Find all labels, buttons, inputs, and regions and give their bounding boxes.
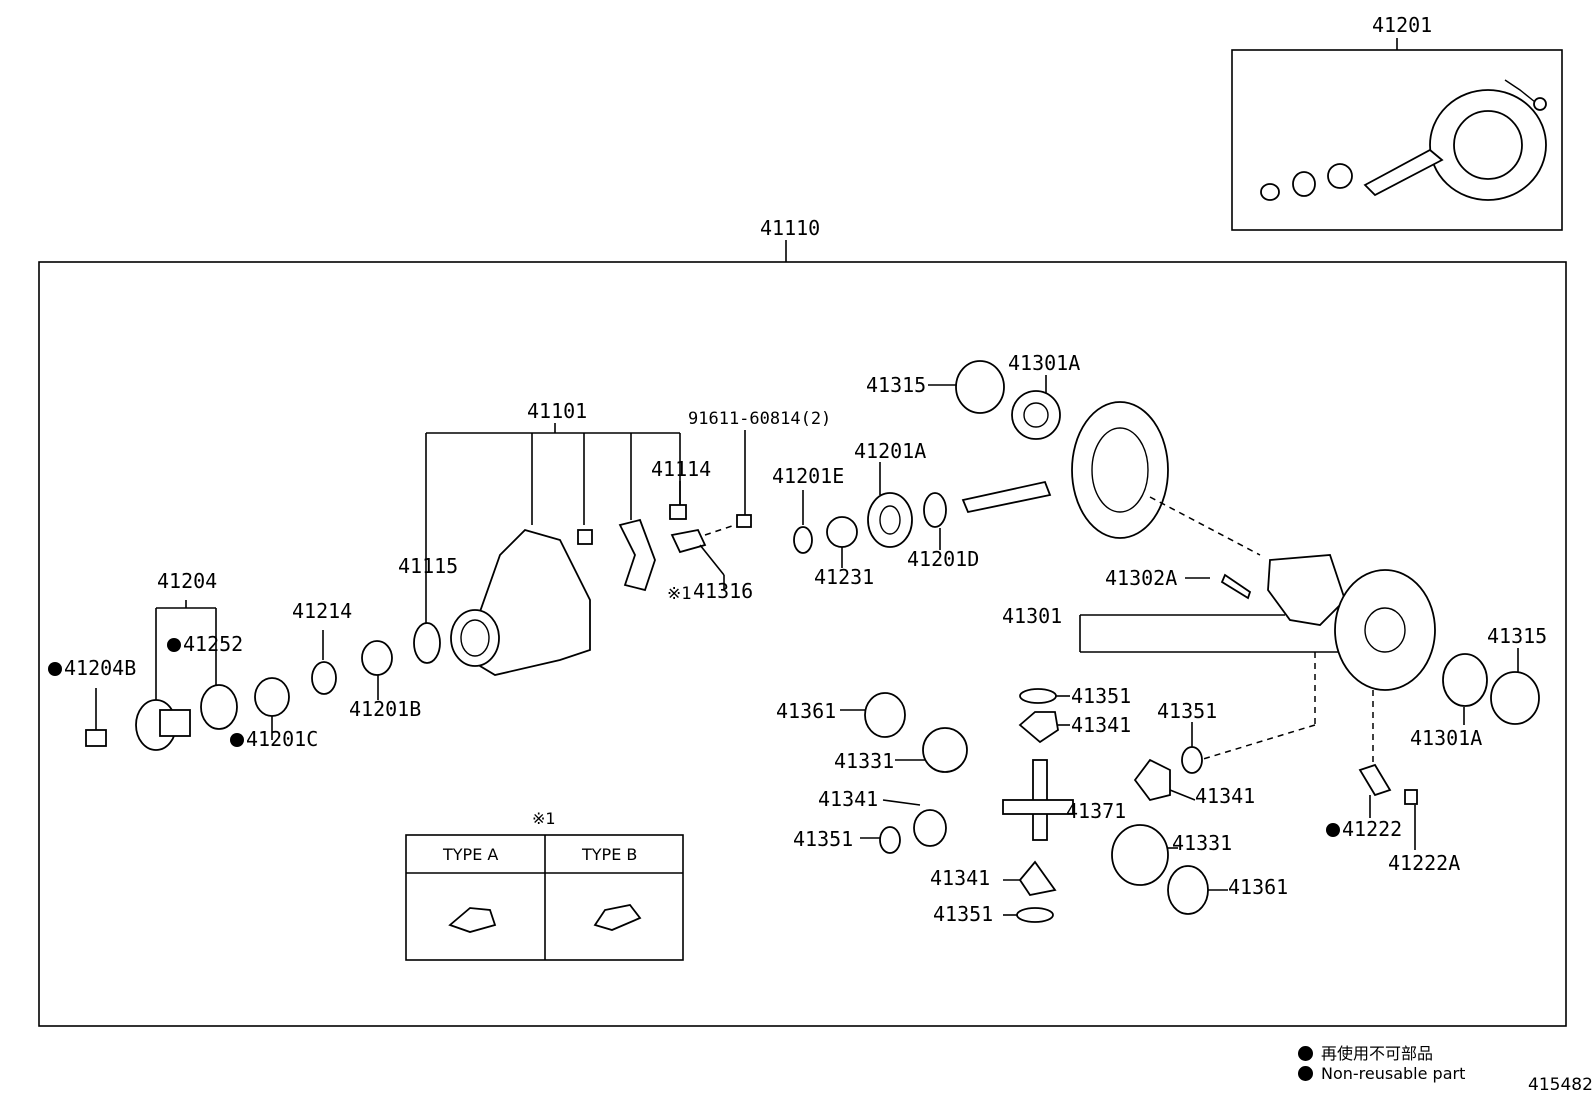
side-gear-41331-right (1111, 824, 1169, 886)
label-41214: 41214 (292, 599, 353, 623)
label-41341-top: 41341 (1071, 713, 1132, 737)
label-41341-bottom: 41341 (930, 866, 991, 890)
label-41110: 41110 (760, 216, 821, 240)
label-41201-top: 41201 (1372, 13, 1433, 37)
ring-gear (1071, 401, 1169, 539)
label-41361-right: 41361 (1228, 875, 1289, 899)
label-41315-top: 41315 (866, 373, 927, 397)
assembly-41110-frame (38, 261, 1567, 1027)
washer-41351-left (879, 826, 901, 854)
pinion-gear-41341-bottom (1018, 860, 1057, 897)
washer-41361-left (864, 692, 906, 738)
pinion-gear-41341-mid (1133, 758, 1171, 802)
label-41361-left: 41361 (776, 699, 837, 723)
diff-case-41301 (1267, 554, 1347, 626)
pinion-gear-41341-left (913, 809, 947, 847)
label-41101: 41101 (527, 399, 588, 423)
label-41204: 41204 (157, 569, 218, 593)
label-41315-right: 41315 (1487, 624, 1548, 648)
label-41301: 41301 (1002, 604, 1063, 628)
bolt-41222A (1404, 789, 1418, 805)
diagram-id: 415482 (1528, 1075, 1592, 1095)
seal-41252 (200, 684, 238, 730)
label-41201E: 41201E (772, 464, 845, 488)
label-41341-mid: 41341 (1195, 784, 1256, 808)
label-41114: 41114 (651, 457, 712, 481)
label-41351-mid: 41351 (1157, 699, 1218, 723)
label-41301A-right: 41301A (1410, 726, 1483, 750)
bracket-part (618, 518, 656, 592)
spider-41371 (1002, 759, 1075, 841)
bearing-41201B (361, 640, 393, 676)
washer-41201E (793, 526, 813, 554)
washer-41351-top (1019, 688, 1057, 704)
label-41316: 41316 (693, 579, 754, 603)
type-b-label: TYPE B (582, 845, 638, 864)
label-41201A: 41201A (854, 439, 927, 463)
spacer-41231 (826, 516, 858, 548)
type-a-label: TYPE A (443, 845, 499, 864)
label-41341-left: 41341 (818, 787, 879, 811)
washer-41351-mid (1181, 746, 1203, 774)
shim-41201D (923, 492, 947, 528)
washer-41361-right (1167, 865, 1209, 915)
label-41115: 41115 (398, 554, 459, 578)
spacer-41214 (311, 661, 337, 695)
type-a-bracket (448, 907, 497, 933)
lock-41222 (1358, 763, 1392, 797)
bracket-41316 (670, 528, 707, 554)
label-41301A-top: 41301A (1008, 351, 1081, 375)
bearing-41201A (867, 492, 913, 548)
label-41302A: 41302A (1105, 566, 1178, 590)
bolt-91611-60814 (736, 514, 752, 528)
bearing-41301A-top (1011, 390, 1061, 440)
pinion-gear-41341-top (1018, 711, 1059, 744)
label-41201B: 41201B (349, 697, 422, 721)
label-41351-left: 41351 (793, 827, 854, 851)
nut-41204B (85, 729, 107, 747)
label-41222A: 41222A (1388, 851, 1461, 875)
assembly-41201-inset (1231, 38, 1563, 231)
type-table-note-mark: ※1 (532, 809, 556, 828)
label-41351-bottom: 41351 (933, 902, 994, 926)
label-41351-top: 41351 (1071, 684, 1132, 708)
legend-english: Non-reusable part (1298, 1064, 1465, 1083)
bearing-cup-41315-top (955, 360, 1005, 414)
label-41371: 41371 (1066, 799, 1127, 823)
differential-carrier-housing (469, 528, 591, 676)
bolt-41302A (1220, 573, 1252, 600)
oil-seal-41115 (413, 622, 441, 664)
type-b-bracket (593, 904, 642, 931)
label-41231: 41231 (814, 565, 875, 589)
bearing-cup-41315-right (1490, 671, 1540, 725)
label-41201C: 41201C (230, 728, 318, 750)
bearing-41301A-right (1442, 653, 1488, 707)
label-41201D: 41201D (907, 547, 980, 571)
label-91611-60814: 91611-60814(2) (688, 409, 832, 429)
bracket-41101 (425, 423, 681, 625)
label-41331-left: 41331 (834, 749, 895, 773)
washer-41351-bottom (1016, 907, 1054, 923)
label-41316-mark: ※1 (667, 584, 692, 604)
drive-pinion-shaft (961, 480, 1052, 514)
label-41252: 41252 (167, 633, 243, 655)
bearing-41201C (254, 677, 290, 717)
legend-japanese: 再使用不可部品 (1298, 1040, 1433, 1064)
label-41222: 41222 (1326, 818, 1402, 840)
label-41331-right: 41331 (1172, 831, 1233, 855)
side-gear-41331-left (922, 727, 968, 773)
plug-41114 (577, 529, 593, 545)
label-41204B: 41204B (48, 657, 136, 679)
